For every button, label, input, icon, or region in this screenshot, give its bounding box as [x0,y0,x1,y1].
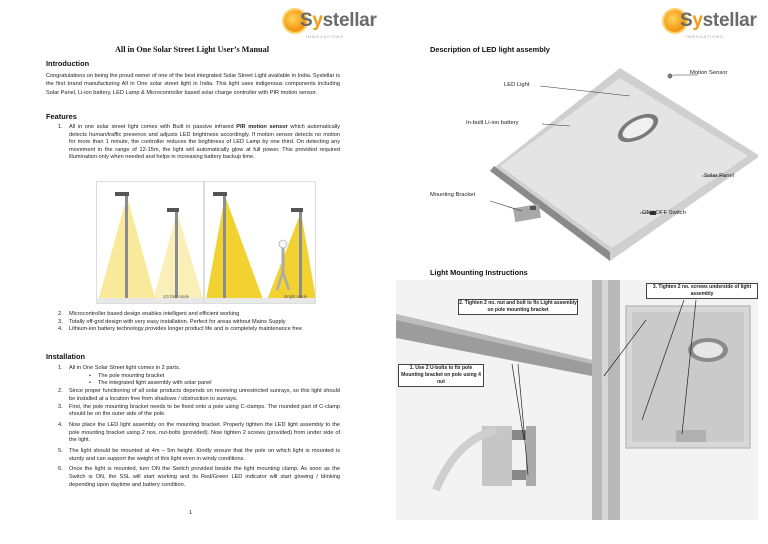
bright-mode-illustration: Bright mode [204,181,316,304]
page-left: Systellar INNOVATIONS All in One Solar S… [0,0,384,544]
inst2-text: Since proper functioning of all solar pr… [69,388,340,402]
feature-item-4: 4. Lithium-ion battery technology provide… [58,326,340,334]
list-number: 5. [58,448,63,455]
features-list-bottom: 2. Microcontroller based design enables i… [58,311,340,334]
feature1-bold: PIR motion sensor [236,124,288,130]
features-heading: Features [46,112,77,121]
introduction-text: Congratulations on being the proud owner… [46,73,340,96]
feature4-text: Lithium-ion battery technology provides … [69,326,304,333]
logo-letters-rest: stellar [322,10,377,31]
installation-item-5: 5. The light should be mounted at 4m – 5m… [58,448,340,463]
introduction-heading: Introduction [46,59,90,68]
list-number: 3. [58,318,63,325]
installation-item-2: 2. Since proper functioning of all solar … [58,388,340,403]
inst1b-text: The integrated light assembly with solar… [98,380,212,387]
on-off-switch-label: ON / OFF Switch [642,210,686,216]
battery-label: In-built Li-ion battery [466,120,519,126]
feature3-text: Totally off-grid design with very easy i… [69,318,286,325]
installation-heading: Installation [46,352,86,361]
callout-step-2: 2. Tighten 2 no. nut and bolt to fix Lig… [458,299,578,315]
logo-letter-y: y [312,10,323,31]
inst6-text: Once the light is mounted, turn ON the S… [69,466,340,488]
led-light-label: LED Light [504,82,530,88]
callout-step-1: 1. Use 2 U-bolts to fix pole Mounting br… [398,364,484,387]
logo-letter-s: S [300,10,313,31]
installation-sublist: The pole mounting bracket The integrated… [89,373,340,388]
mounting-instructions-title: Light Mounting Instructions [430,268,528,277]
inst4-text: Now place the LED light assembly on the … [69,421,340,444]
callout-step-3: 3. Tighten 2 no. screws underside of lig… [646,283,758,299]
dim-mode-street-scene [97,192,203,303]
list-number: 1. [58,365,63,371]
systellar-logo-right: Systellar INNOVATIONS [664,10,757,39]
led-assembly-title: Description of LED light assembly [430,45,550,54]
installation-item-6: 6. Once the light is mounted, turn ON the… [58,466,340,489]
page-number-1: 1 [189,510,193,516]
installation-subitem-1: The pole mounting bracket [89,373,340,381]
sun-logo-icon [284,10,306,32]
inst5-text: The light should be mounted at 4m – 5m h… [69,448,340,462]
inst1-text: All in One Solar Street light comes in 2… [69,365,181,371]
installation-list: 1. All in One Solar Street light comes in… [58,365,340,490]
feature-item-1: 1. All in one solar street light comes wi… [58,124,340,162]
solar-panel-label: Solar Panel [704,173,734,179]
features-list-top: 1. All in one solar street light comes wi… [58,124,340,162]
systellar-logo: Systellar INNOVATIONS [284,10,377,39]
logo-tagline: INNOVATIONS [306,34,344,39]
led-assembly-diagram [489,68,758,261]
feature-item-2: 2. Microcontroller based design enables i… [58,311,340,319]
list-number: 2. [58,311,63,317]
list-number: 1. [58,124,63,130]
list-number: 6. [58,466,63,473]
list-number: 3. [58,403,63,410]
dim-mode-label: 1/3 Dim mode [162,294,189,299]
list-number: 2. [58,388,63,395]
installation-item-3: 3. First, the pole mounting bracket needs… [58,404,340,419]
sun-logo-icon [664,10,686,32]
installation-subitem-2: The integrated light assembly with solar… [89,380,340,388]
bright-mode-label: Bright mode [284,294,307,299]
mounting-photo [396,280,758,520]
mounting-bracket-label: Mounting Bracket [430,192,476,198]
logo-letters-rest: stellar [702,10,757,31]
document-title: All in One Solar Street Light User’s Man… [115,45,269,54]
logo-letter-y: y [692,10,703,31]
logo-tagline: INNOVATIONS [686,34,724,39]
bright-mode-street-scene [205,192,315,303]
installation-item-1: 1. All in One Solar Street light comes in… [58,365,340,388]
feature2-text: Microcontroller based design enables int… [69,311,240,317]
installation-item-4: 4. Now place the LED light assembly on th… [58,422,340,445]
feature1-text-b: which automatically detects human/traffi… [69,124,340,161]
list-number: 4. [58,421,63,428]
inst3-text: First, the pole mounting bracket needs t… [69,403,340,418]
feature-item-3: 3. Totally off-grid design with very easy… [58,319,340,327]
logo-letter-s: S [680,10,693,31]
dim-mode-illustration: 1/3 Dim mode [96,181,204,304]
feature1-text-a: All in one solar street light comes with… [69,124,237,130]
list-number: 4. [58,326,63,333]
inst1a-text: The pole mounting bracket [98,372,165,379]
motion-sensor-label: Motion Sensor [690,70,728,76]
